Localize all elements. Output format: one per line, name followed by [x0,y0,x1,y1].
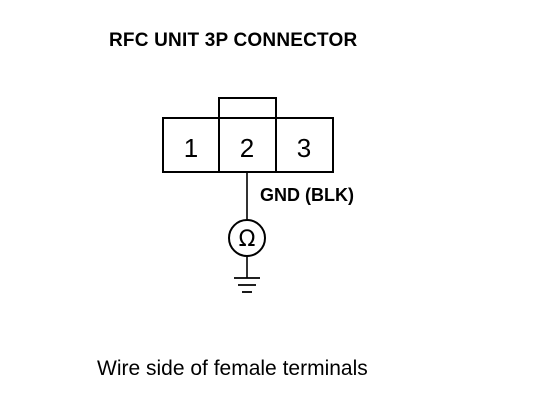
pin-3-label: 3 [297,133,311,163]
ohm-symbol: Ω [239,227,256,252]
connector-housing [162,117,334,173]
pin-2-label: 2 [240,133,254,163]
wire-label: GND (BLK) [260,185,354,205]
connector [162,97,334,173]
connector-lock-tab [218,97,277,119]
pin-1-label: 1 [184,133,198,163]
ground-icon [234,277,260,293]
diagram-caption: Wire side of female terminals [97,357,368,380]
ohmmeter-icon: Ω [228,219,266,257]
diagram-title: RFC UNIT 3P CONNECTOR [109,30,357,51]
